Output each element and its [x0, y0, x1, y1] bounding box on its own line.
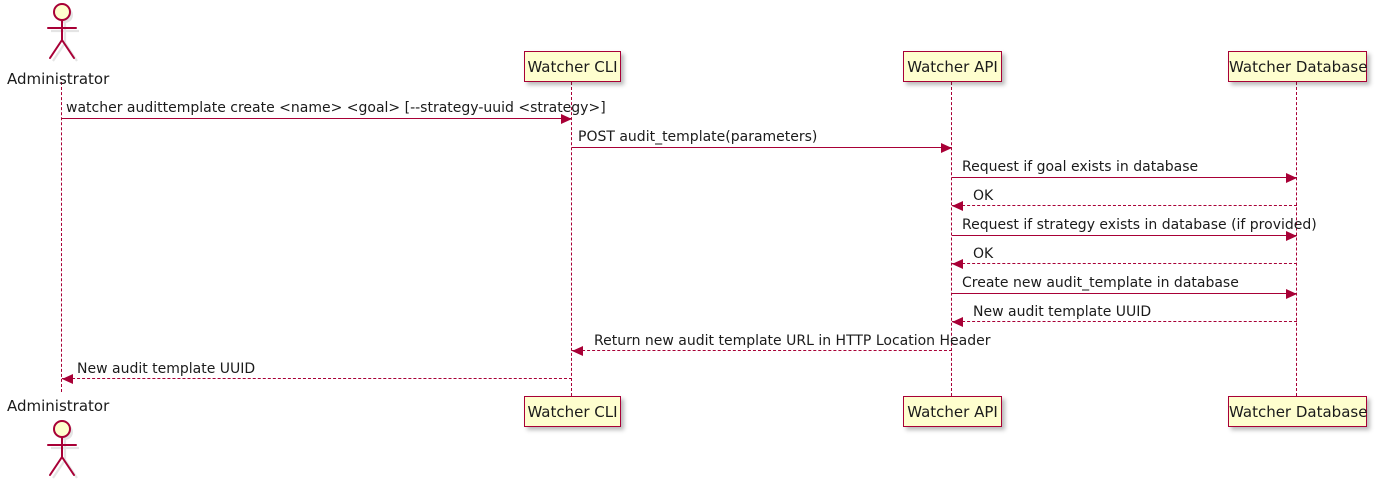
message-line-7 [952, 321, 1297, 322]
message-label-4: Request if strategy exists in database (… [962, 217, 1317, 233]
message-label-1: POST audit_template(parameters) [578, 129, 818, 145]
lifeline-admin [61, 82, 63, 392]
participant-box-cli-top[interactable]: Watcher CLI [524, 51, 621, 82]
message-arrowhead-2 [1286, 172, 1297, 183]
message-label-6: Create new audit_template in database [962, 275, 1239, 291]
message-line-1 [572, 147, 952, 148]
message-label-5: OK [973, 246, 994, 262]
message-label-9: New audit template UUID [77, 361, 256, 377]
message-arrowhead-1 [941, 142, 952, 153]
message-line-8 [572, 350, 952, 351]
message-label-2: Request if goal exists in database [962, 159, 1199, 175]
participant-box-db-bottom[interactable]: Watcher Database [1228, 396, 1367, 427]
participant-box-api-top[interactable]: Watcher API [903, 51, 1002, 82]
actor-label-administrator-top: Administrator [7, 70, 110, 88]
message-arrowhead-4 [1286, 230, 1297, 241]
message-arrowhead-7 [952, 316, 963, 327]
message-arrowhead-8 [572, 345, 583, 356]
lifeline-api [951, 82, 953, 396]
message-label-0: watcher audittemplate create <name> <goa… [66, 100, 606, 116]
message-arrowhead-3 [952, 200, 963, 211]
message-arrowhead-9 [62, 373, 73, 384]
message-line-3 [952, 205, 1297, 206]
message-line-9 [62, 378, 572, 379]
participant-box-api-bottom[interactable]: Watcher API [903, 396, 1002, 427]
message-label-3: OK [973, 188, 994, 204]
message-line-4 [952, 235, 1297, 236]
lifeline-cli [571, 82, 573, 396]
message-line-0 [62, 118, 572, 119]
actor-figure-top [47, 3, 79, 62]
message-line-5 [952, 263, 1297, 264]
message-label-8: Return new audit template URL in HTTP Lo… [594, 333, 991, 349]
message-arrowhead-0 [561, 113, 572, 124]
message-arrowhead-5 [952, 258, 963, 269]
message-arrowhead-6 [1286, 288, 1297, 299]
message-label-7: New audit template UUID [973, 304, 1152, 320]
participant-box-cli-bottom[interactable]: Watcher CLI [524, 396, 621, 427]
participant-box-db-top[interactable]: Watcher Database [1228, 51, 1367, 82]
actor-label-administrator-bottom: Administrator [7, 397, 110, 415]
message-line-6 [952, 293, 1297, 294]
message-line-2 [952, 177, 1297, 178]
actor-figure-bottom [47, 420, 79, 479]
